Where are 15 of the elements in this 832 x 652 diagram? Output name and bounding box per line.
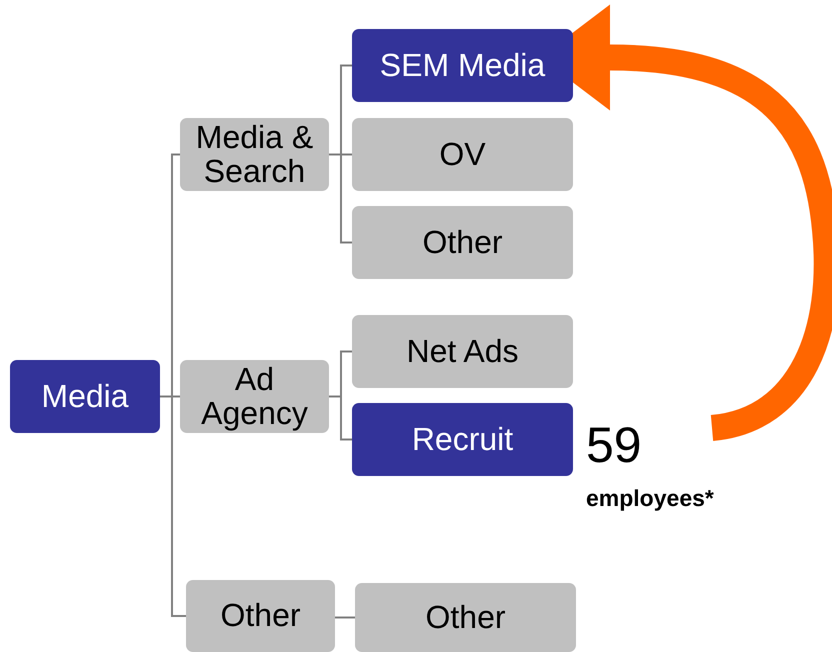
connector-line [335, 616, 355, 618]
count-caption: employees* [586, 486, 714, 510]
process-box: SEM Media [352, 29, 573, 102]
process-box: OV [352, 118, 573, 191]
process-box: Ad Agency [180, 360, 329, 433]
process-box: Media [10, 360, 160, 433]
process-box: Recruit [352, 403, 573, 476]
connector-line [329, 396, 352, 440]
process-box: Media & Search [180, 118, 329, 191]
process-box: Other [186, 580, 335, 652]
process-box: Other [352, 206, 573, 279]
process-box: Net Ads [352, 315, 573, 388]
connector-line [329, 154, 352, 244]
process-box: Other [355, 583, 576, 652]
count-number: 59 [586, 420, 642, 470]
